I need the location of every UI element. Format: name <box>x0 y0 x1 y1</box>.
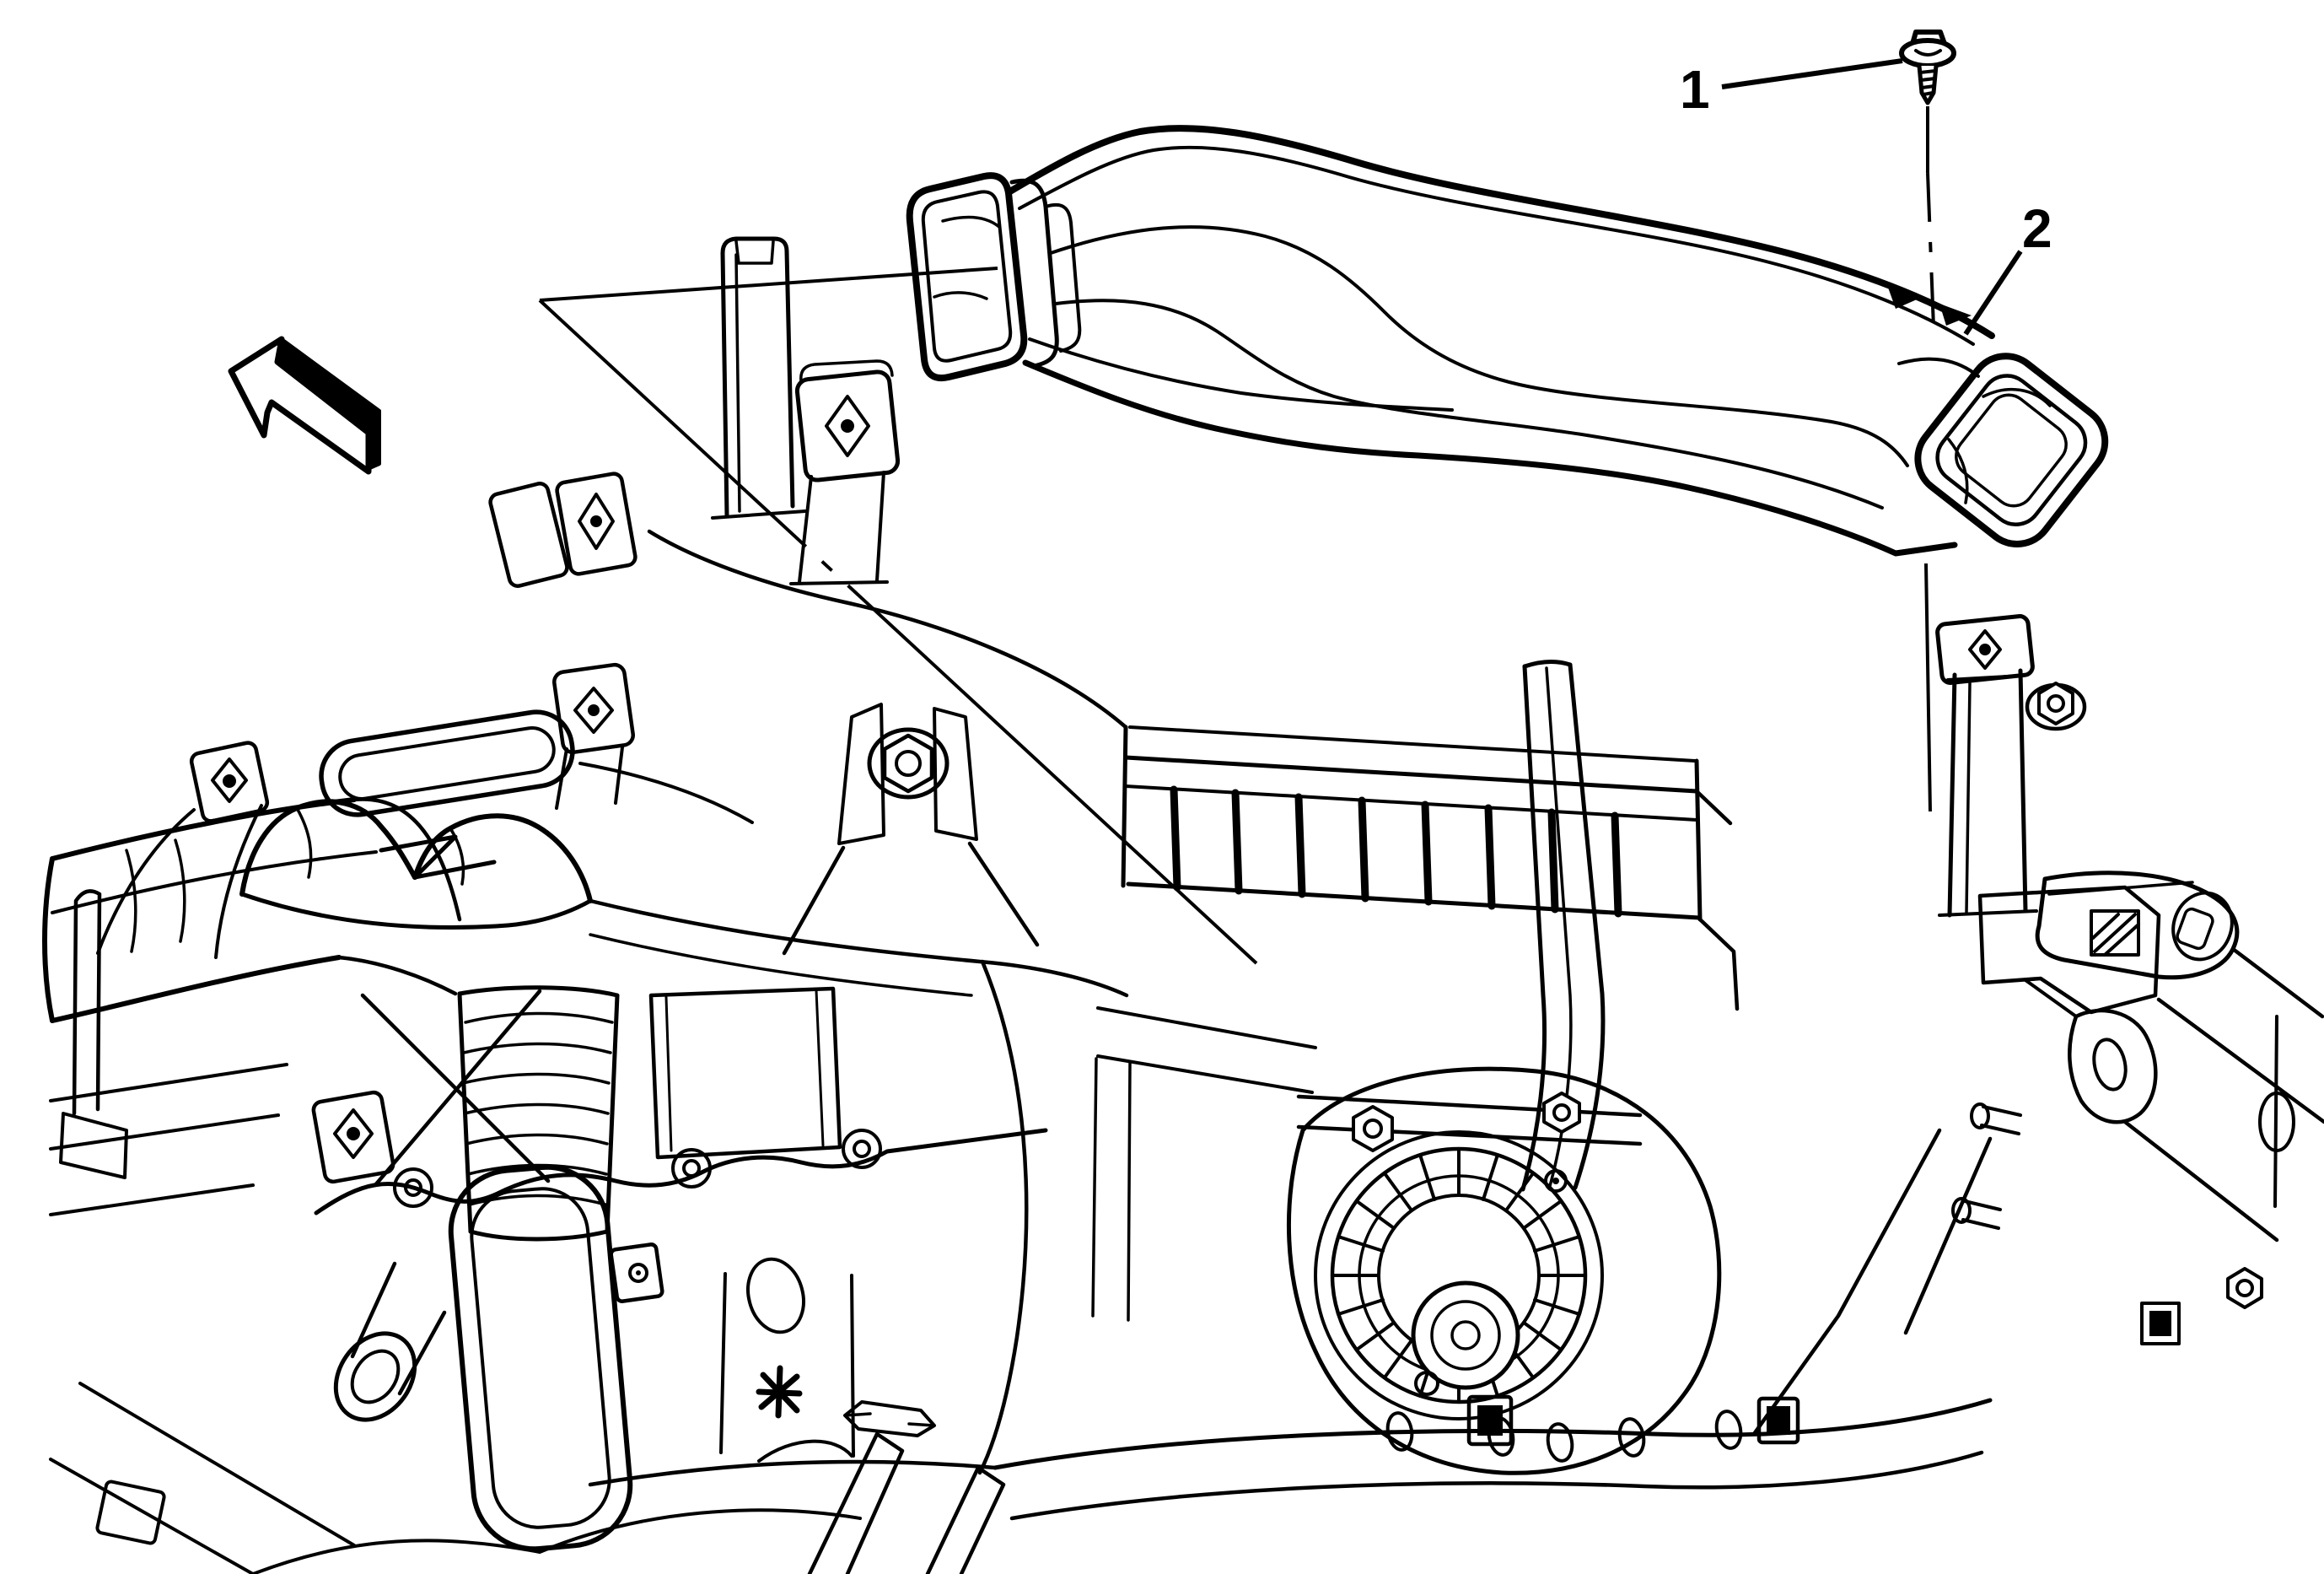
bottom-apron <box>49 1272 1993 1574</box>
hinge-joint <box>2024 978 2158 1124</box>
arrow-face <box>228 336 372 475</box>
duct-left-mouth-inner <box>921 190 1013 363</box>
screw-head-recess <box>1914 49 1942 57</box>
front-direction-arrow <box>228 336 381 475</box>
hex-bolt-right <box>2025 682 2087 731</box>
grass-mark <box>756 1365 803 1419</box>
bellows-duct <box>360 985 620 1242</box>
screw-boss-pillar <box>1935 614 2038 918</box>
screw-threads <box>1918 69 1937 96</box>
case-seams <box>96 529 1132 1475</box>
center-panel <box>648 986 936 1437</box>
blower-dome <box>1411 1280 1520 1390</box>
defroster-vent-trough <box>319 709 754 824</box>
stud-bolts <box>1951 1102 2022 1230</box>
callout-2-label: 2 <box>2022 198 2052 259</box>
hvac-module-assembly <box>42 236 2324 1574</box>
center-vertical-strap <box>1520 660 1606 1192</box>
duct-bottom-edge <box>1022 359 1958 557</box>
duct-right-flange-inner <box>1935 374 2088 526</box>
wing-bracket-bolt <box>782 703 1040 956</box>
air-outlet-duct <box>906 125 2109 557</box>
tall-strap-tower <box>711 236 807 520</box>
floor-duct-port <box>448 1164 633 1552</box>
clip-plate-bellows-left <box>311 1090 395 1184</box>
bolt-rail <box>1296 1092 1643 1152</box>
step-bracket <box>1977 885 2161 1015</box>
blower-motor-housing <box>1286 1066 1722 1475</box>
right-lower-panels <box>1751 946 2324 1437</box>
projection-lines <box>538 267 1258 965</box>
drain-stub-pipe <box>333 1261 447 1422</box>
callout-1: 1 <box>1680 58 1903 120</box>
clip-tower-left <box>189 741 270 823</box>
callout-2: 2 <box>1963 198 2052 336</box>
callout-1-label: 1 <box>1680 59 1710 120</box>
duct-top-edge <box>1005 125 1995 339</box>
duct-left-mouth-outer <box>906 172 1028 381</box>
clip-tower-right <box>552 662 635 810</box>
case-seam-with-bosses <box>314 1128 1048 1216</box>
clip-tower-mid <box>789 359 901 585</box>
clip-tower-pair <box>488 472 637 588</box>
left-support-bracket <box>49 889 288 1216</box>
callout-2-leader <box>1963 250 2023 336</box>
duct-right-flange-outer <box>1914 353 2109 547</box>
square-clip-center <box>609 1242 664 1303</box>
side-arm <box>2035 871 2240 980</box>
duct-crease-upper <box>1049 225 1909 467</box>
heater-feed-tube <box>42 797 462 1023</box>
distribution-case-humps <box>239 799 593 930</box>
slatted-rail <box>1096 725 1740 1094</box>
callout-1-leader <box>1721 58 1903 89</box>
screw-icon <box>1899 30 1956 105</box>
